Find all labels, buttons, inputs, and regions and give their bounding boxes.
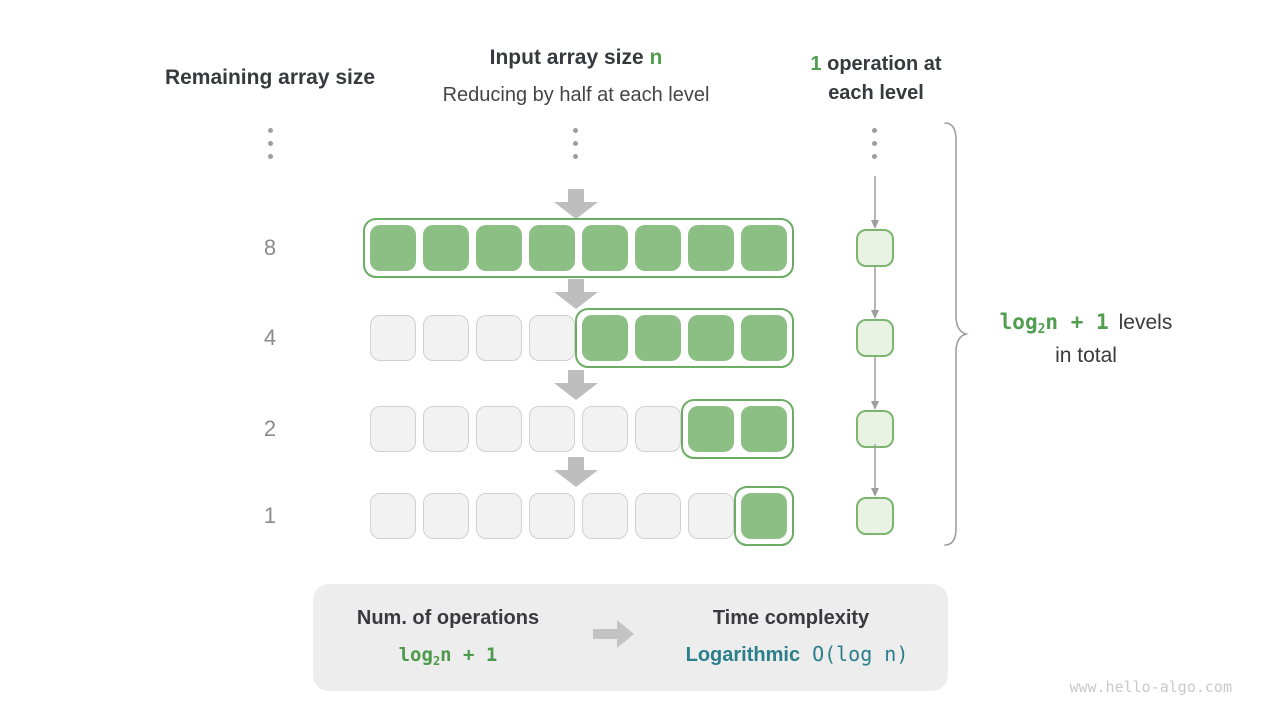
active-cell xyxy=(582,225,628,271)
brace-icon xyxy=(944,122,969,546)
active-cell xyxy=(635,315,681,361)
header-input-array-size-var: n xyxy=(649,46,663,69)
active-cell xyxy=(688,315,734,361)
inactive-cell xyxy=(370,493,416,539)
inactive-cell xyxy=(423,315,469,361)
thin-down-arrow-glyph xyxy=(871,176,879,229)
right-arrow-icon xyxy=(593,620,634,648)
inactive-cell xyxy=(688,493,734,539)
active-subarray-outline xyxy=(575,308,794,368)
down-arrow-icon xyxy=(554,457,598,492)
operation-arrow-icon xyxy=(869,266,881,324)
array-row xyxy=(370,225,787,271)
header-input-array-size-text: Input array size xyxy=(489,46,650,69)
active-subarray-outline xyxy=(734,486,794,546)
inactive-cell xyxy=(635,493,681,539)
inactive-cell xyxy=(529,406,575,452)
row-size-label: 4 xyxy=(263,325,277,350)
ellipsis-remaining-icon xyxy=(268,128,273,159)
summary-complexity-code: O(log n) xyxy=(812,642,909,666)
row-size-label: 8 xyxy=(263,235,277,260)
active-cell xyxy=(635,225,681,271)
thin-down-arrow-glyph xyxy=(871,444,879,497)
row-size-label: 2 xyxy=(263,416,277,441)
inactive-cell xyxy=(370,406,416,452)
levels-formula-log: log xyxy=(999,310,1038,334)
down-arrow-icon xyxy=(554,189,598,224)
operation-arrow-icon xyxy=(869,176,881,234)
summary-formula-sub: 2 xyxy=(432,654,441,668)
active-cell xyxy=(688,406,734,452)
thin-down-arrow-glyph xyxy=(871,357,879,410)
active-cell xyxy=(741,225,787,271)
active-subarray-outline xyxy=(363,218,794,278)
summary-formula-rest: n + 1 xyxy=(440,644,498,666)
inactive-cell xyxy=(582,406,628,452)
header-remaining-array-size: Remaining array size xyxy=(164,66,376,89)
inactive-cell xyxy=(529,493,575,539)
array-row xyxy=(370,406,787,452)
down-arrow-icon xyxy=(554,279,598,314)
levels-total-note: log2n + 1 levels in total xyxy=(983,309,1189,369)
active-cell xyxy=(741,315,787,361)
down-arrow-glyph xyxy=(554,370,598,400)
summary-box: Num. of operations log2n + 1 Time comple… xyxy=(313,584,948,691)
active-cell xyxy=(688,225,734,271)
operation-cell xyxy=(856,319,894,357)
levels-formula-rest: n + 1 xyxy=(1045,310,1109,334)
ellipsis-operations-icon xyxy=(872,128,877,159)
inactive-cell xyxy=(476,493,522,539)
active-cell xyxy=(370,225,416,271)
operation-cell xyxy=(856,497,894,535)
inactive-cell xyxy=(476,406,522,452)
array-row xyxy=(370,493,787,539)
summary-formula-log: log xyxy=(398,644,433,666)
inactive-cell xyxy=(476,315,522,361)
operation-arrow-icon xyxy=(869,444,881,502)
levels-total-line1: log2n + 1 levels xyxy=(983,309,1189,343)
down-arrow-icon xyxy=(554,370,598,405)
inactive-cell xyxy=(529,315,575,361)
active-cell xyxy=(529,225,575,271)
active-subarray-outline xyxy=(681,399,794,459)
header-operations-line1: 1 operation at xyxy=(776,50,976,79)
down-arrow-glyph xyxy=(554,189,598,219)
header-operations-count: 1 xyxy=(810,53,822,75)
summary-operations-formula: log2n + 1 xyxy=(333,644,563,668)
active-cell xyxy=(476,225,522,271)
levels-formula: log2n + 1 xyxy=(999,310,1109,337)
down-arrow-glyph xyxy=(554,279,598,309)
active-cell xyxy=(741,406,787,452)
inactive-cell xyxy=(635,406,681,452)
summary-complexity-word: Logarithmic xyxy=(685,644,801,666)
down-arrow-glyph xyxy=(554,457,598,487)
header-input-array-size: Input array size n xyxy=(396,46,756,70)
levels-word: levels xyxy=(1118,311,1173,334)
operation-arrow-icon xyxy=(869,357,881,415)
inactive-cell xyxy=(370,315,416,361)
active-cell xyxy=(741,493,787,539)
header-reducing-subtitle: Reducing by half at each level xyxy=(442,84,710,106)
inactive-cell xyxy=(423,493,469,539)
active-cell xyxy=(582,315,628,361)
summary-complexity-title: Time complexity xyxy=(712,607,870,629)
ellipsis-array-icon xyxy=(573,128,578,159)
active-cell xyxy=(423,225,469,271)
thin-down-arrow-glyph xyxy=(871,266,879,319)
levels-total-line2: in total xyxy=(1055,344,1117,367)
header-operations-per-level: 1 operation at each level xyxy=(776,50,976,108)
header-operations-line1-text: operation at xyxy=(821,53,942,75)
watermark: www.hello-algo.com xyxy=(1069,678,1232,696)
summary-operations-title: Num. of operations xyxy=(356,607,540,629)
operation-cell xyxy=(856,410,894,448)
summary-complexity-value: Logarithmic O(log n) xyxy=(657,642,937,667)
array-row xyxy=(370,315,787,361)
inactive-cell xyxy=(423,406,469,452)
inactive-cell xyxy=(582,493,628,539)
header-operations-line2: each level xyxy=(828,82,924,104)
levels-formula-sub: 2 xyxy=(1037,322,1046,337)
row-size-label: 1 xyxy=(263,503,277,528)
operation-cell xyxy=(856,229,894,267)
